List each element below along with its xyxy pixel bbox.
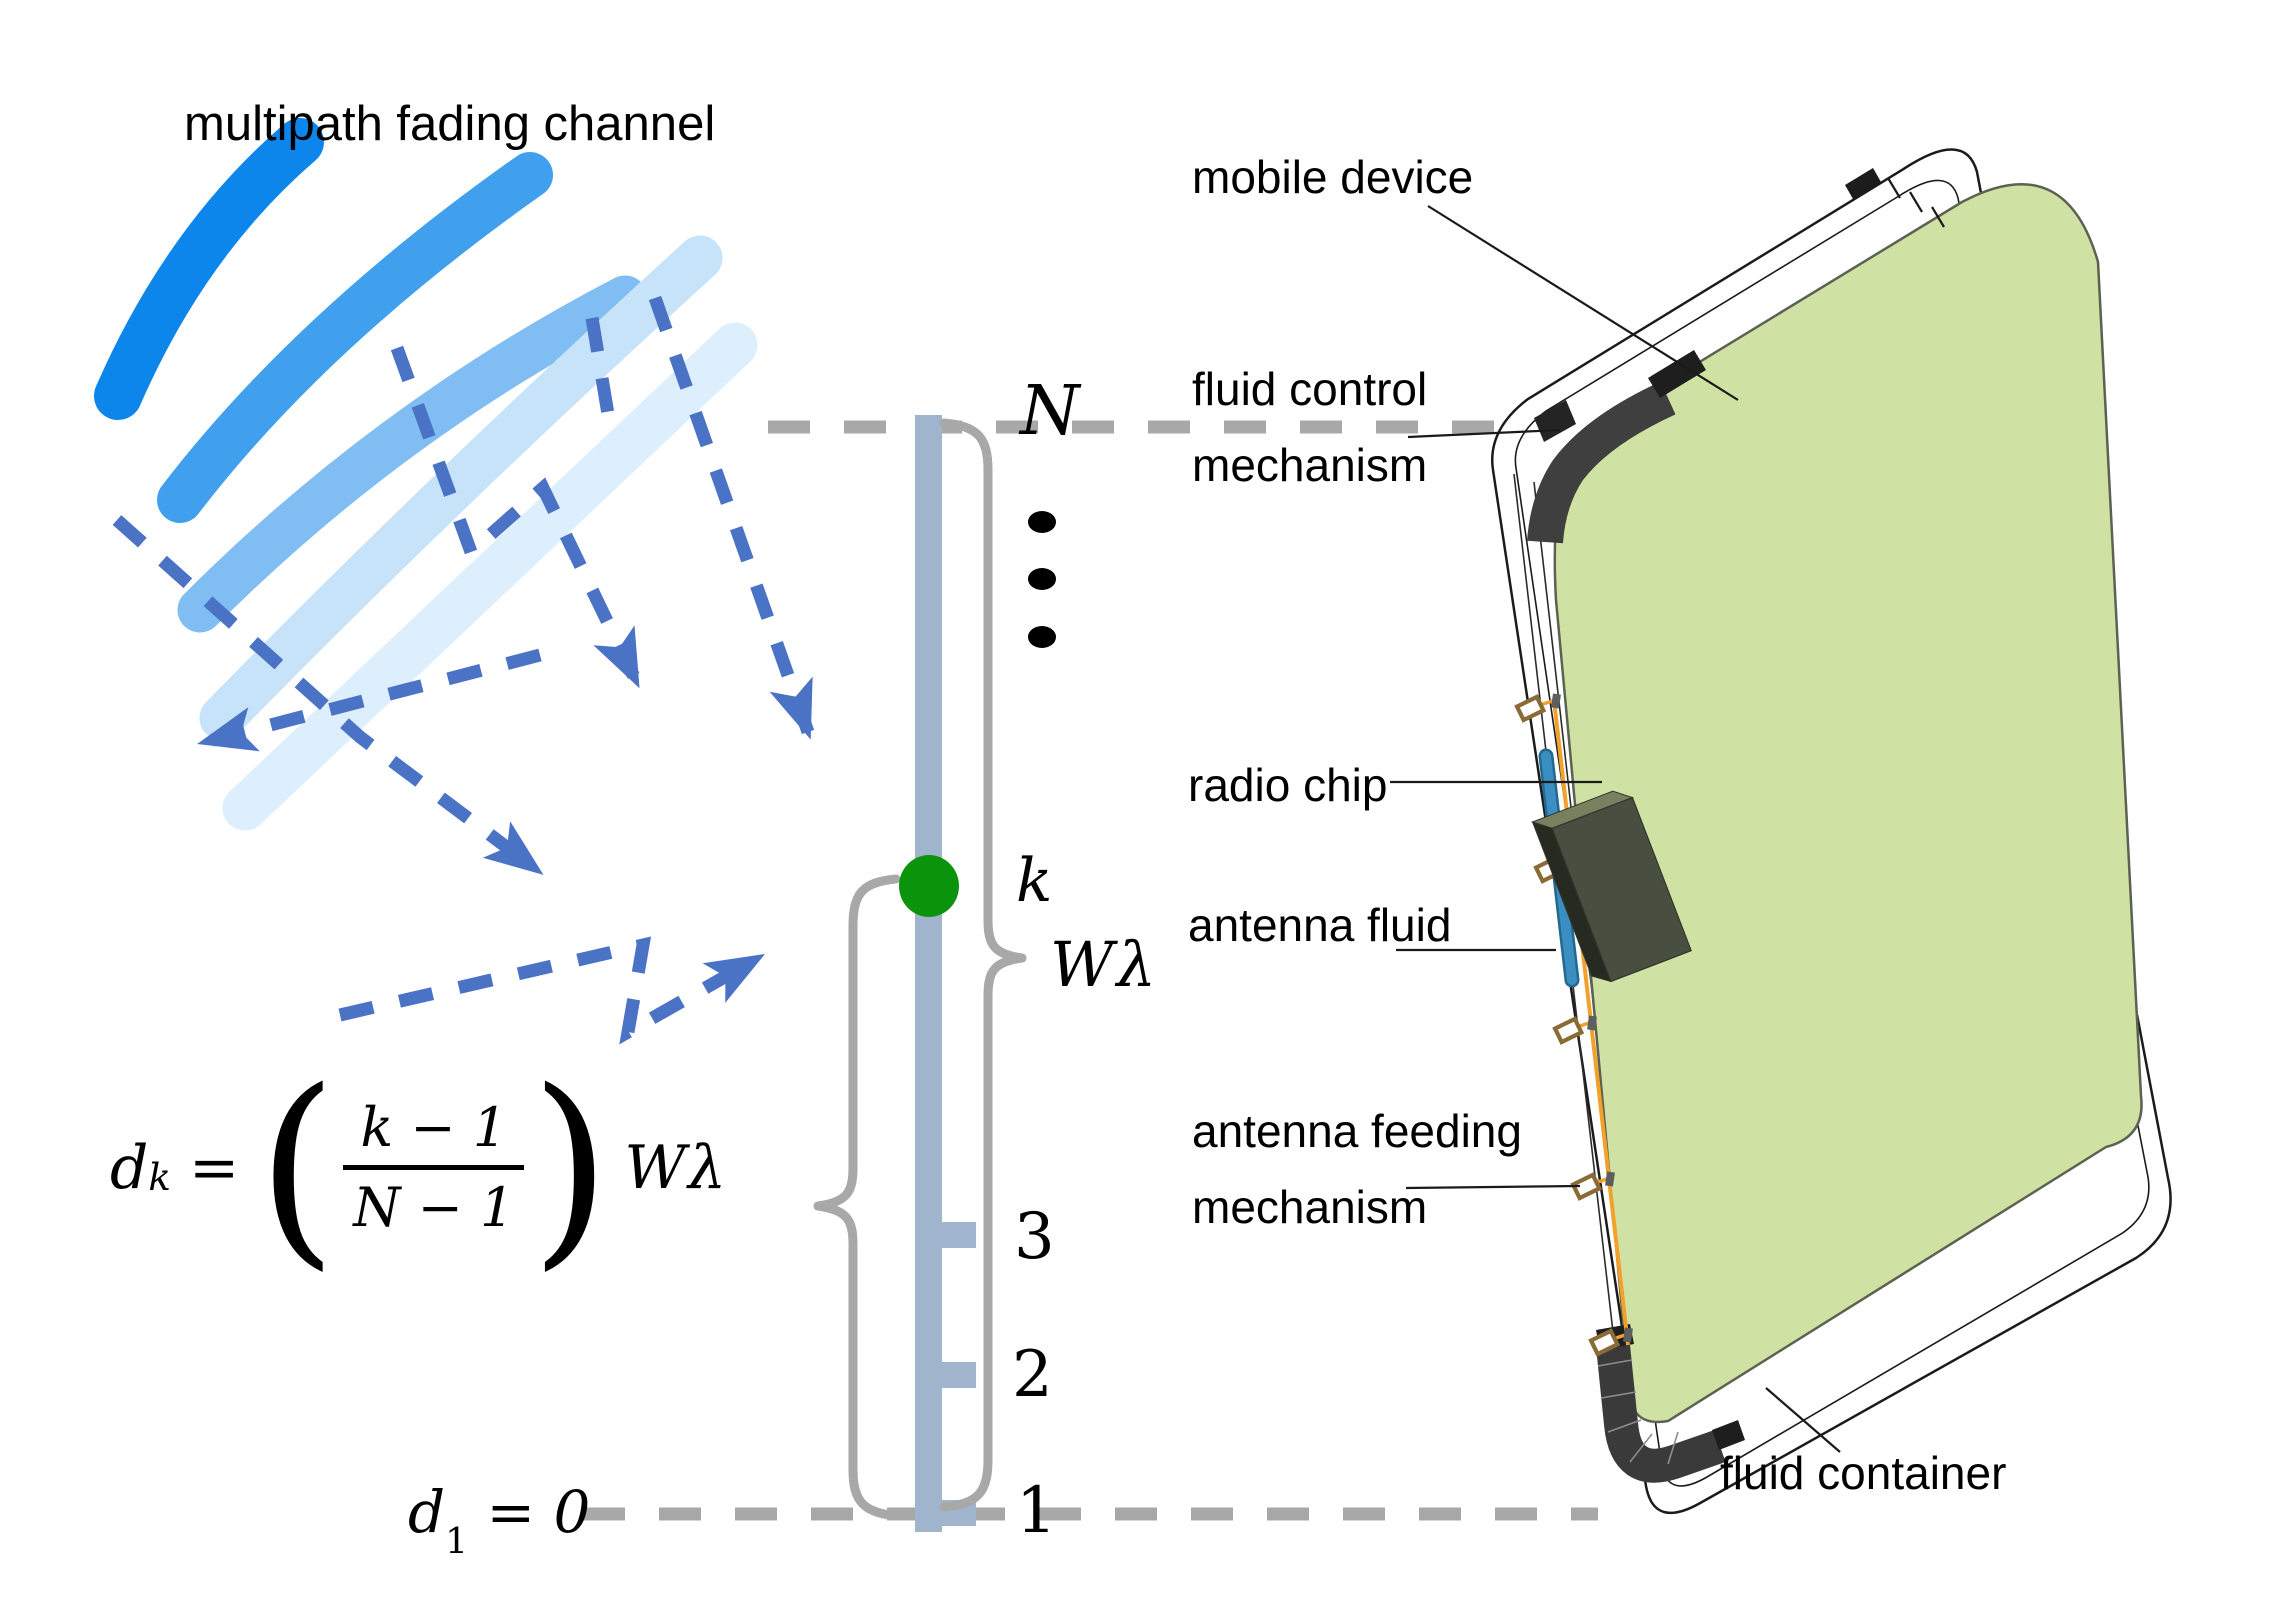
slider-tick-3 — [915, 1222, 976, 1248]
frame-corner-ticks — [1887, 177, 1945, 228]
slider-label-k: k — [1016, 846, 1053, 916]
callout-leaders — [1390, 205, 1841, 1453]
formula-d1-sub: 1 — [445, 1520, 469, 1562]
selected-port-marker — [899, 855, 959, 917]
formula-dk-fraction: k − 1 N − 1 — [343, 1096, 525, 1239]
slider-label-2: 2 — [1012, 1338, 1053, 1412]
slider-label-3: 3 — [1014, 1200, 1055, 1274]
formula-d1-lhs: d — [408, 1478, 446, 1546]
label-fluid-control: fluid control mechanism — [1192, 362, 1427, 493]
slider-label-1: 1 — [1016, 1474, 1057, 1548]
label-mobile-device: mobile device — [1192, 151, 1474, 203]
leader-fluid-control — [1407, 428, 1561, 439]
label-fluid-control-line1: fluid control — [1192, 363, 1428, 415]
formula-dk-lhs: d — [110, 1132, 149, 1203]
leader-fluid-container — [1765, 1387, 1841, 1453]
fluid-antenna-slider — [915, 415, 976, 1532]
brace-dk-distance — [813, 874, 903, 1521]
slider-label-N: N — [1020, 372, 1080, 451]
formula-dk-numerator: k − 1 — [360, 1096, 508, 1159]
formula-dk-tail: Wλ — [624, 1132, 729, 1203]
label-fluid-control-line2: mechanism — [1192, 439, 1428, 492]
label-fluid-container: fluid container — [1720, 1447, 2007, 1499]
label-antenna-feeding-line2: mechanism — [1192, 1181, 1428, 1234]
mobile-device-drawing — [1390, 148, 2172, 1515]
braces — [813, 418, 1027, 1521]
formula-dk-denominator: N − 1 — [343, 1165, 525, 1239]
level-dashed-lines — [583, 420, 1598, 1521]
brace-total-width — [939, 418, 1027, 1512]
fluid-container-ridges — [1597, 1359, 1679, 1465]
ellipsis-dots-icon — [1028, 511, 1056, 648]
formula-dk-eq: = — [188, 1132, 240, 1203]
label-antenna-feeding-line1: antenna feeding — [1192, 1105, 1522, 1157]
formula-d1: d1 = 0 — [408, 1478, 591, 1562]
label-radio-chip: radio chip — [1188, 759, 1388, 811]
slider-bar — [915, 415, 942, 1532]
radio-chip-part — [1531, 790, 1692, 983]
leader-mobile-device — [1427, 205, 1739, 401]
multipath-ray-arrows-icon — [112, 295, 815, 1045]
leader-antenna-feeding — [1405, 1184, 1581, 1190]
slider-label-w-lambda: Wλ — [1050, 928, 1160, 1001]
label-antenna-fluid: antenna fluid — [1188, 899, 1452, 951]
figure-title: multipath fading channel — [184, 97, 716, 151]
feed-connectors — [1514, 694, 1621, 1357]
formula-d1-rest: = 0 — [468, 1478, 591, 1546]
wavefront-arcs-icon — [94, 118, 758, 831]
slider-tick-2 — [915, 1362, 976, 1388]
frame-notch — [1845, 168, 1881, 199]
label-antenna-feeding: antenna feeding mechanism — [1192, 1104, 1522, 1235]
